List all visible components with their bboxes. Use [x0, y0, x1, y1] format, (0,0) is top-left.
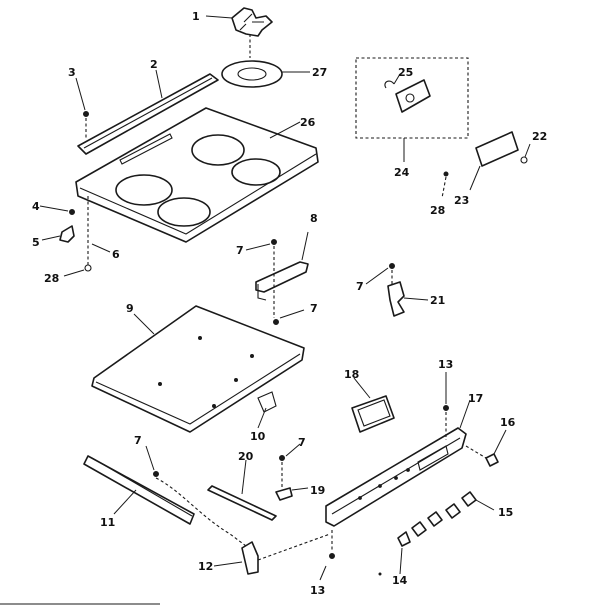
part-16-knob — [465, 429, 507, 467]
callout-8: 8 — [310, 212, 318, 225]
callout-25: 25 — [398, 66, 413, 79]
callout-26: 26 — [300, 116, 316, 129]
part-3-screw — [75, 77, 89, 138]
part-27-ring — [221, 60, 310, 88]
callout-17: 17 — [468, 392, 483, 405]
part-11-rail — [83, 445, 247, 547]
callout-13-b: 13 — [310, 584, 325, 597]
callout-1: 1 — [192, 10, 200, 23]
callout-4: 4 — [32, 200, 40, 213]
part-24-inset-box — [355, 57, 469, 162]
baseline-marks — [0, 572, 382, 605]
part-9-panel — [91, 305, 305, 433]
callout-6: 6 — [112, 248, 120, 261]
callout-28-a: 28 — [44, 272, 59, 285]
part-2-rail — [77, 69, 219, 155]
part-1-fan-blade — [205, 7, 273, 58]
callout-12: 12 — [198, 560, 213, 573]
callout-23: 23 — [454, 194, 469, 207]
part-26-cooktop — [75, 107, 319, 243]
callout-24: 24 — [394, 166, 410, 179]
callout-2: 2 — [150, 58, 158, 71]
callout-7-e: 7 — [298, 436, 306, 449]
callout-15: 15 — [498, 506, 513, 519]
callout-22: 22 — [532, 130, 547, 143]
callout-19: 19 — [310, 484, 325, 497]
callout-7-d: 7 — [134, 434, 142, 447]
part-5-bracket — [39, 196, 111, 277]
callout-3: 3 — [68, 66, 76, 79]
part-15-knobs — [397, 491, 495, 575]
callout-7-a: 7 — [236, 244, 244, 257]
callout-5: 5 — [32, 236, 40, 249]
callout-10: 10 — [250, 430, 266, 443]
callout-11: 11 — [100, 516, 115, 529]
callout-13-a: 13 — [438, 358, 453, 371]
callout-9: 9 — [126, 302, 134, 315]
callout-28-b: 28 — [430, 204, 445, 217]
part-20-strip — [207, 443, 309, 521]
callout-7-b: 7 — [310, 302, 318, 315]
part-12-clip — [213, 533, 331, 575]
callout-20: 20 — [238, 450, 254, 463]
callout-7-c: 7 — [356, 280, 364, 293]
part-13-screw — [319, 530, 335, 581]
part-23-plate — [441, 131, 531, 199]
part-17-control-panel — [325, 372, 471, 527]
callout-21: 21 — [430, 294, 445, 307]
callout-labels: 1 2 3 4 5 6 7 7 7 7 7 8 9 10 11 12 13 13… — [32, 10, 547, 597]
callout-18: 18 — [344, 368, 359, 381]
part-18-frame — [351, 377, 395, 433]
callout-16: 16 — [500, 416, 516, 429]
part-21-bracket — [365, 263, 429, 317]
callout-27: 27 — [312, 66, 327, 79]
callout-14: 14 — [392, 574, 408, 587]
part-8-bracket — [245, 231, 309, 325]
